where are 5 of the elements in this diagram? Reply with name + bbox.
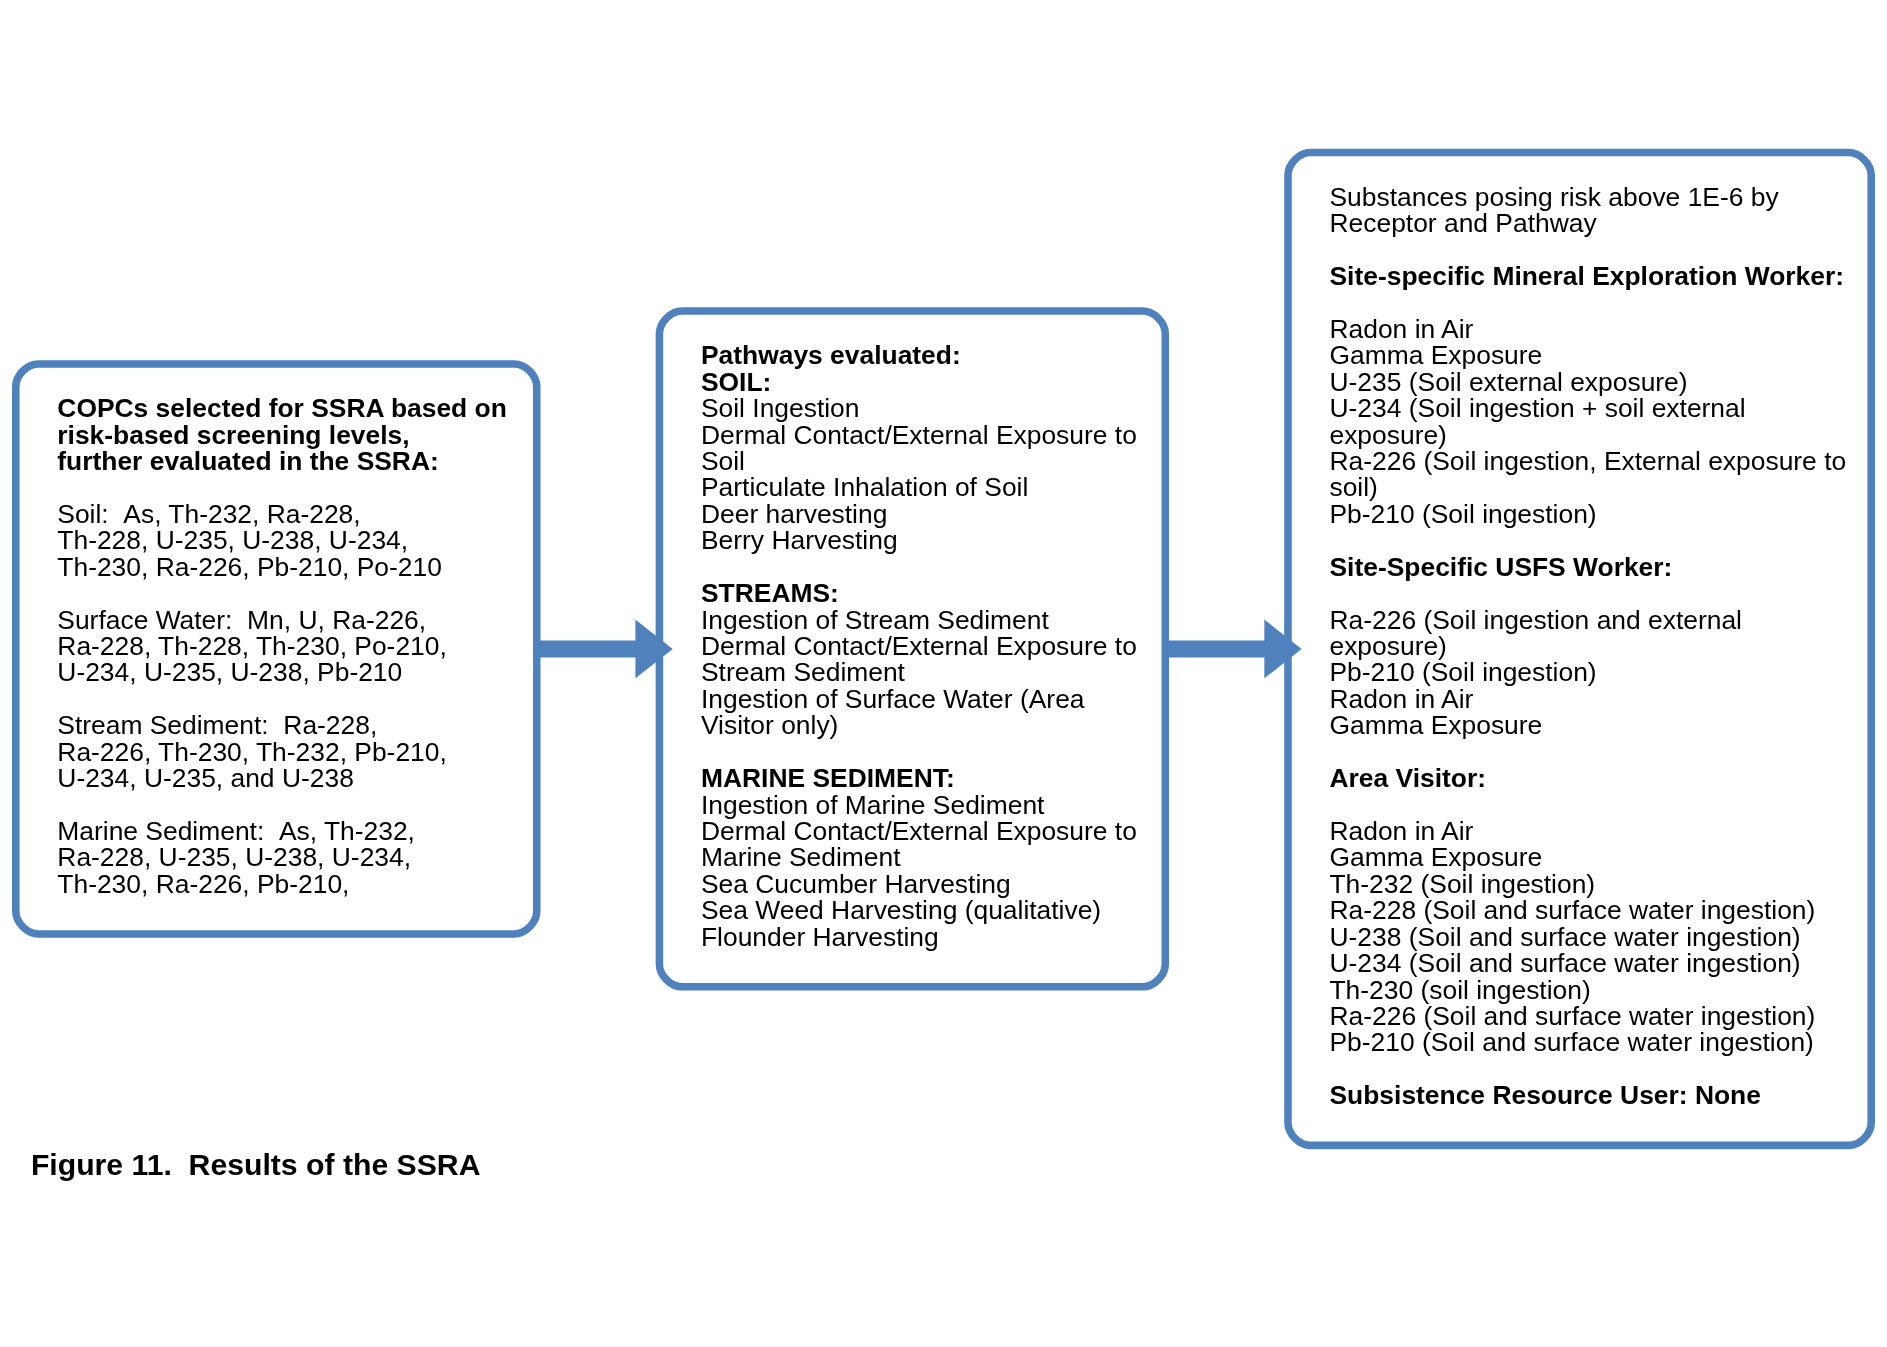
caption: Figure 11. Results of the SSRA (30, 1148, 481, 1182)
node-box: Substances posing risk above 1E-6 by Receptor and Pathway Site-specific Mineral Exploration Worker: Radon in Air Gamma Exposure U-235 (Soil external exposure) U-234 (Soil ingestion + soil external exposure) Ra-226 (Soil ingestion, External exposure to soil) Pb-210 (Soil ingestion) Site-Specific USFS Worker: Ra-226 (Soil ingestion and external exposure) Pb-210 (Soil ingestion) Radon in Air Gamma Exposure Area Visitor: Radon in Air Gamma Exposure Th-232 (Soil ingestion) Ra-228 (Soil and surface water ingestion) U-238 (Soil and surface water ingestion) U-234 (Soil and surface water ingestion) Th-230 (soil ingestion) Ra-226 (Soil and surface water ingestion) Pb-210 (Soil and surface water ingestion) Subsistence Resource User: None (1284, 148, 1875, 1150)
node-box: Pathways evaluated: SOIL: Soil Ingestion Dermal Contact/External Exposure to Soil Particulate Inhalation of Soil Deer harvesting Berry Harvesting STREAMS: Ingestion of Stream Sediment Dermal Contact/External Exposure to Stream Sediment Ingestion of Surface Water (Area Visitor only) MARINE SEDIMENT: Ingestion of Marine Sediment Dermal Contact/External Exposure to Marine Sediment Sea Cucumber Harvesting Sea Weed Harvesting (qualitative) Flounder Harvesting (655, 307, 1170, 991)
node-box: COPCs selected for SSRA based on risk-based screening levels, further evaluated in the SSRA: Soil: As, Th-232, Ra-228, Th-228, U-235, U-238, U-234, Th-230, Ra-226, Pb-210, Po-210 Surface Water: Mn, U, Ra-226, Ra-228, Th-228, Th-230, Po-210, U-234, U-235, U-238, Pb-210 Stream Sediment: Ra-228, Ra-226, Th-230, Th-232, Pb-210, U-234, U-235, and U-238 Marine Sediment: As, Th-232, Ra-228, U-235, U-238, U-234, Th-230, Ra-226, Pb-210, (12, 360, 541, 938)
arrow (537, 619, 673, 679)
